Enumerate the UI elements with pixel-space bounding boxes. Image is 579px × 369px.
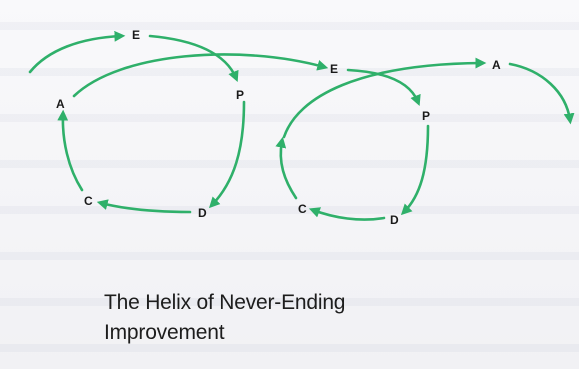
node-e-1: E	[132, 28, 140, 42]
arrow-d2-to-c2	[308, 207, 386, 221]
node-c-1: C	[84, 194, 93, 208]
arrow-p-to-d	[208, 100, 246, 209]
arrow-a-exit	[508, 62, 575, 125]
arrow-loop2-rise-to-a	[282, 57, 487, 139]
node-p-2: P	[422, 109, 430, 123]
arrow-d-to-c	[96, 199, 192, 214]
node-e-2: E	[330, 62, 338, 76]
node-c-2: C	[298, 202, 307, 216]
node-p-1: P	[236, 88, 244, 102]
node-d-1: D	[198, 206, 207, 220]
node-a-1: A	[56, 97, 65, 111]
diagram-caption: The Helix of Never-Ending Improvement	[104, 288, 464, 348]
arrow-e2-to-p2	[346, 68, 421, 107]
arrow-c2-to-helix	[275, 136, 298, 200]
caption-line-2: Improvement	[104, 321, 225, 344]
arrow-c-to-a	[57, 109, 84, 192]
arrow-lead-in-to-e	[28, 30, 126, 74]
arrow-e-to-p	[148, 34, 239, 83]
arrow-p2-to-d2	[400, 124, 430, 216]
node-a-2: A	[492, 58, 501, 72]
node-d-2: D	[390, 213, 399, 227]
caption-line-1: The Helix of Never-Ending	[104, 291, 346, 314]
arrow-a-to-e	[72, 53, 329, 98]
